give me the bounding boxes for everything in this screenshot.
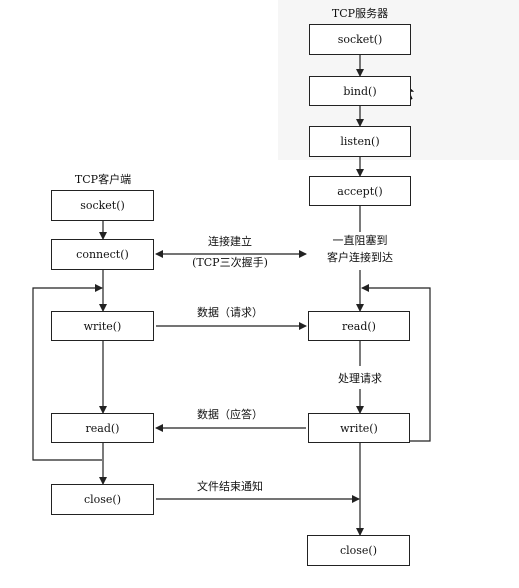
- server-listen-box: listen(): [309, 126, 411, 157]
- server-socket-box: socket(): [309, 24, 411, 55]
- server-block-label-line1: 一直阻塞到: [332, 234, 388, 247]
- connect-label-line2: (TCP三次握手): [192, 256, 268, 269]
- server-accept-box: accept(): [309, 176, 411, 206]
- request-label: 数据（请求）: [197, 306, 263, 319]
- server-block-label-line2: 客户连接到达: [327, 251, 393, 264]
- client-read-box: read(): [51, 413, 154, 443]
- client-connect-box: connect(): [51, 239, 154, 270]
- connect-label-line1: 连接建立: [208, 235, 252, 248]
- client-title: TCP客户端: [74, 173, 132, 186]
- server-read-box: read(): [308, 311, 410, 341]
- server-title: TCP服务器: [331, 7, 389, 20]
- client-loop-line: [32, 284, 103, 461]
- response-label: 数据（应答）: [197, 408, 263, 421]
- server-bind-box: bind(): [309, 76, 411, 106]
- eof-label: 文件结束通知: [197, 480, 263, 493]
- server-write-box: write(): [308, 413, 410, 443]
- client-socket-box: socket(): [51, 190, 154, 221]
- server-close-box: close(): [307, 535, 410, 566]
- server-process-label: 处理请求: [338, 372, 382, 385]
- client-close-box: close(): [51, 484, 154, 515]
- client-write-box: write(): [51, 311, 154, 341]
